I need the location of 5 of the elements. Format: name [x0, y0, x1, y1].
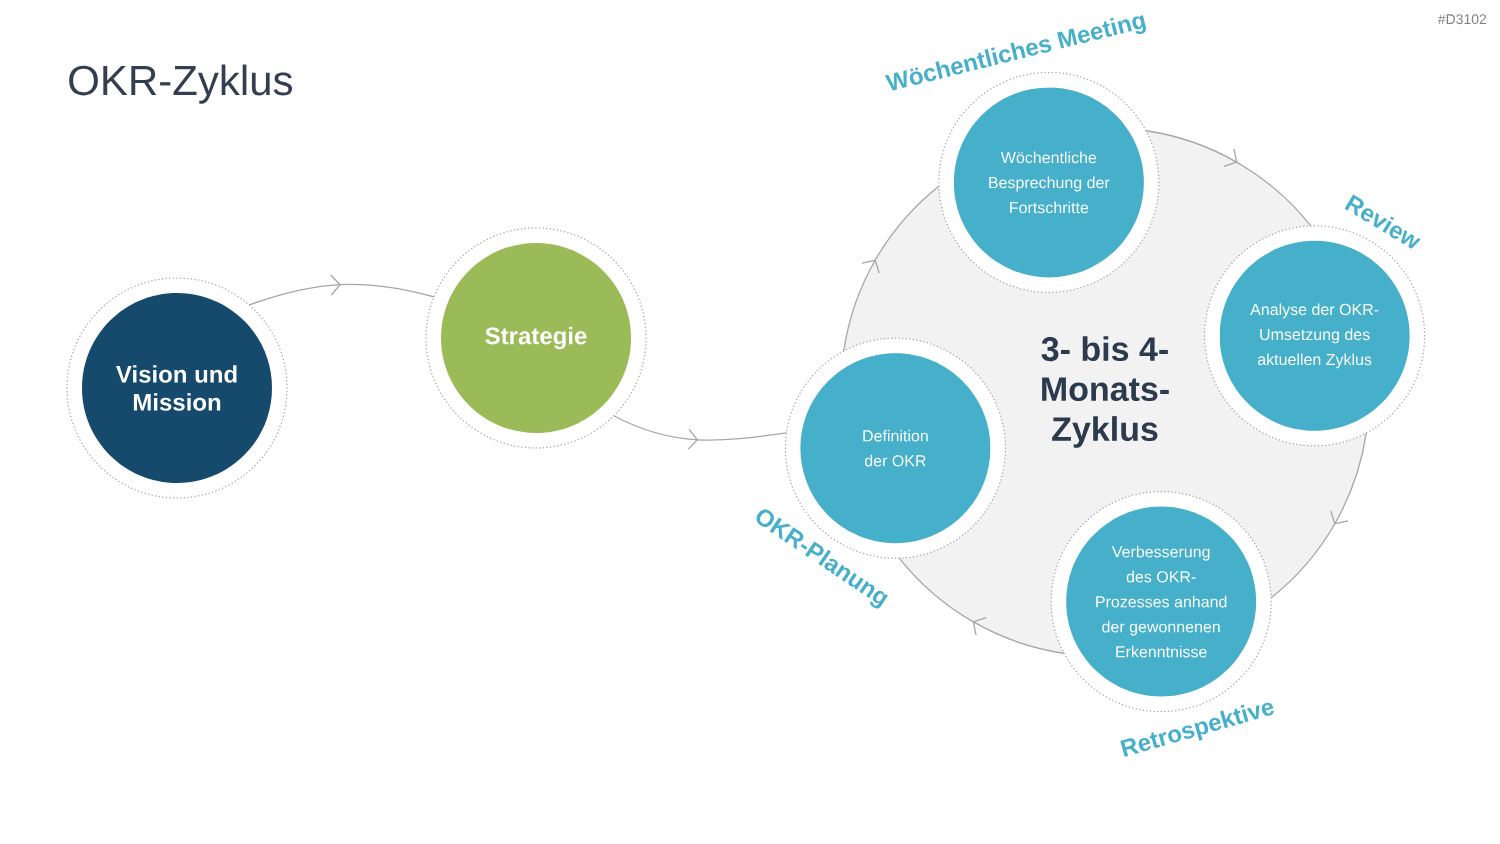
node-label: Wöchentliche Besprechung der Fortschritte	[989, 151, 1110, 214]
node-label: Verbesserung des OKR- Prozesses anhand der gewonnenen Erkenntnisse	[1096, 545, 1227, 658]
node-label: Definition der OKR	[863, 429, 928, 467]
reference-code: #D3102	[1437, 14, 1487, 25]
title: OKR-Zyklus	[69, 64, 292, 104]
